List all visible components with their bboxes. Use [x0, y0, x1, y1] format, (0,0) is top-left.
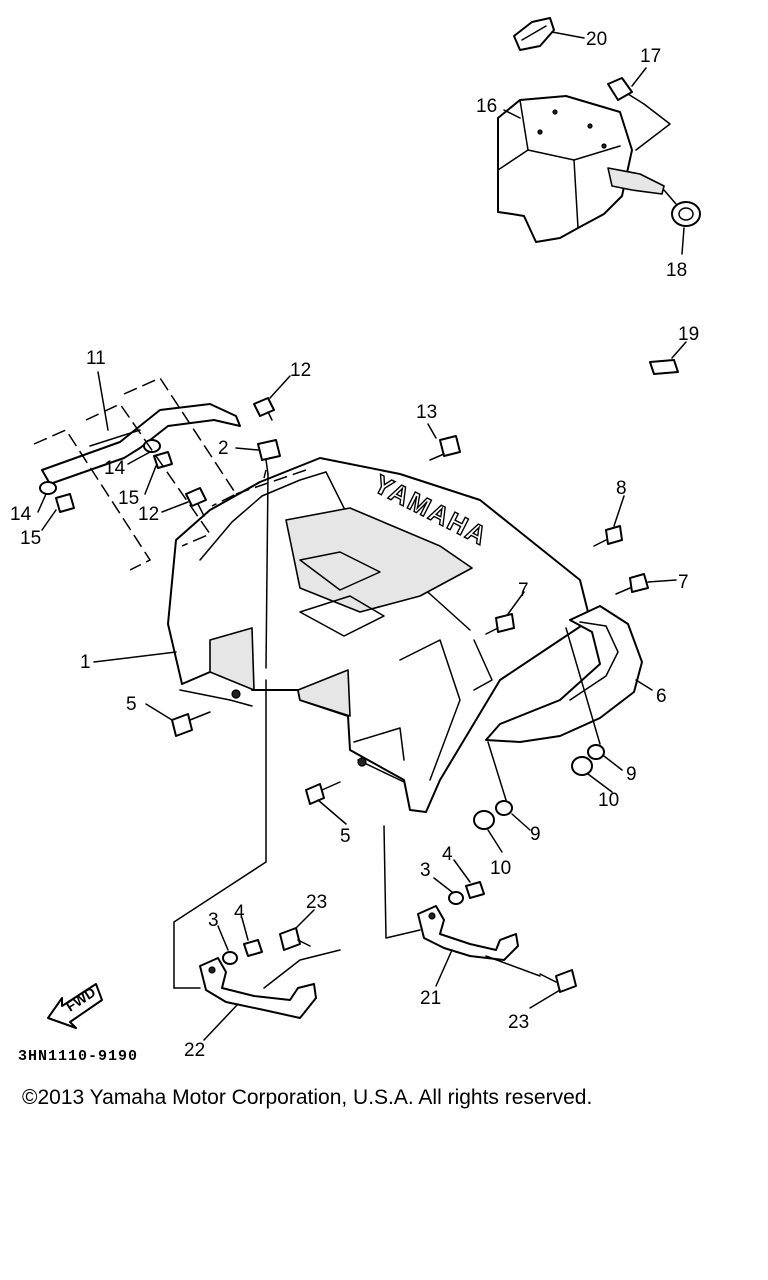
- part-7-bolt-right: [615, 573, 649, 595]
- part-18-nut: [671, 201, 701, 227]
- callout-15-lower: 15: [20, 528, 41, 549]
- part-5-bolt-left: [171, 711, 211, 737]
- part-23-bolt-right: [539, 969, 577, 993]
- part-8-bolt: [593, 525, 623, 547]
- part-22-bracket: [199, 957, 317, 1019]
- part-13-bolt: [429, 435, 461, 461]
- guide-lines: [33, 377, 601, 989]
- fwd-arrow-icon: FWD: [47, 983, 103, 1029]
- callout-6: 6: [656, 686, 667, 707]
- callout-10-right: 10: [598, 790, 619, 811]
- part-14-washer-upper: [143, 439, 161, 453]
- callout-8: 8: [616, 478, 627, 499]
- callout-16: 16: [476, 96, 497, 117]
- callout-15-upper: 15: [118, 488, 139, 509]
- callout-14-lower: 14: [10, 504, 32, 525]
- callout-13: 13: [416, 402, 437, 423]
- part-20-clip: [513, 17, 555, 51]
- part-17-bolt: [607, 77, 645, 105]
- part-10-nut-right: [571, 756, 593, 776]
- part-15-nut-upper: [153, 451, 173, 469]
- part-21-bracket: [417, 905, 519, 961]
- callout-20: 20: [586, 29, 607, 50]
- part-16-housing: [497, 95, 665, 243]
- diagram-code: 3HN1110-9190: [18, 1048, 139, 1065]
- callout-17: 17: [640, 46, 661, 67]
- callout-18: 18: [666, 260, 687, 281]
- part-23-bolt-left: [279, 927, 311, 951]
- callout-4-left: 4: [234, 902, 245, 923]
- leader-18-to-housing: [663, 189, 677, 205]
- part-9-washer-center: [495, 800, 513, 816]
- callout-12-lower: 12: [138, 504, 159, 525]
- part-4-nut-right: [465, 881, 485, 899]
- part-10-nut-center: [473, 810, 495, 830]
- part-12-upper-bolt: [253, 397, 275, 421]
- part-4-nut-left: [243, 939, 263, 957]
- callout-7-right: 7: [678, 572, 689, 593]
- callout-11: 11: [86, 348, 106, 369]
- callout-labels: 20 17 16 18 19 11 12 13 2 14 15 14 15 12…: [10, 29, 699, 1061]
- callout-5-center: 5: [340, 826, 351, 847]
- part-3-washer-left: [222, 951, 238, 965]
- callout-4-right: 4: [442, 844, 453, 865]
- callout-19: 19: [678, 324, 699, 345]
- callout-21: 21: [420, 988, 441, 1009]
- part-12-lower-bolt: [185, 487, 207, 517]
- callout-23-right: 23: [508, 1012, 529, 1033]
- callout-7-center: 7: [518, 580, 529, 601]
- callout-23-left: 23: [306, 892, 327, 913]
- part-3-washer-right: [448, 891, 464, 905]
- part-19-cap: [649, 359, 679, 375]
- part-6-flap: [485, 605, 643, 743]
- rear-fender-exploded-diagram: YAMAHA: [10, 17, 701, 1061]
- part-1-rear-fender: YAMAHA: [167, 457, 591, 813]
- leader-lines: [37, 31, 687, 1041]
- callout-3-left: 3: [208, 910, 219, 931]
- callout-1: 1: [80, 652, 91, 673]
- part-15-nut-lower: [55, 493, 75, 513]
- callout-10-center: 10: [490, 858, 511, 879]
- copyright-notice: ©2013 Yamaha Motor Corporation, U.S.A. A…: [22, 1086, 593, 1109]
- callout-5-left: 5: [126, 694, 137, 715]
- part-9-washer-right: [587, 744, 605, 760]
- part-7-bolt-center: [485, 613, 515, 635]
- part-5-bolt-center: [305, 781, 341, 805]
- part-14-washer-lower: [39, 481, 57, 495]
- callout-14-upper: 14: [104, 458, 126, 479]
- leader-17-to-housing: [635, 103, 671, 151]
- callout-12-upper: 12: [290, 360, 311, 381]
- callout-9-center: 9: [530, 824, 541, 845]
- callout-2: 2: [218, 438, 229, 459]
- part-2-bolt: [257, 439, 281, 475]
- callout-22: 22: [184, 1040, 205, 1061]
- callout-3-right: 3: [420, 860, 431, 881]
- part-11-grab-bar: [41, 403, 241, 485]
- callout-9-right: 9: [626, 764, 637, 785]
